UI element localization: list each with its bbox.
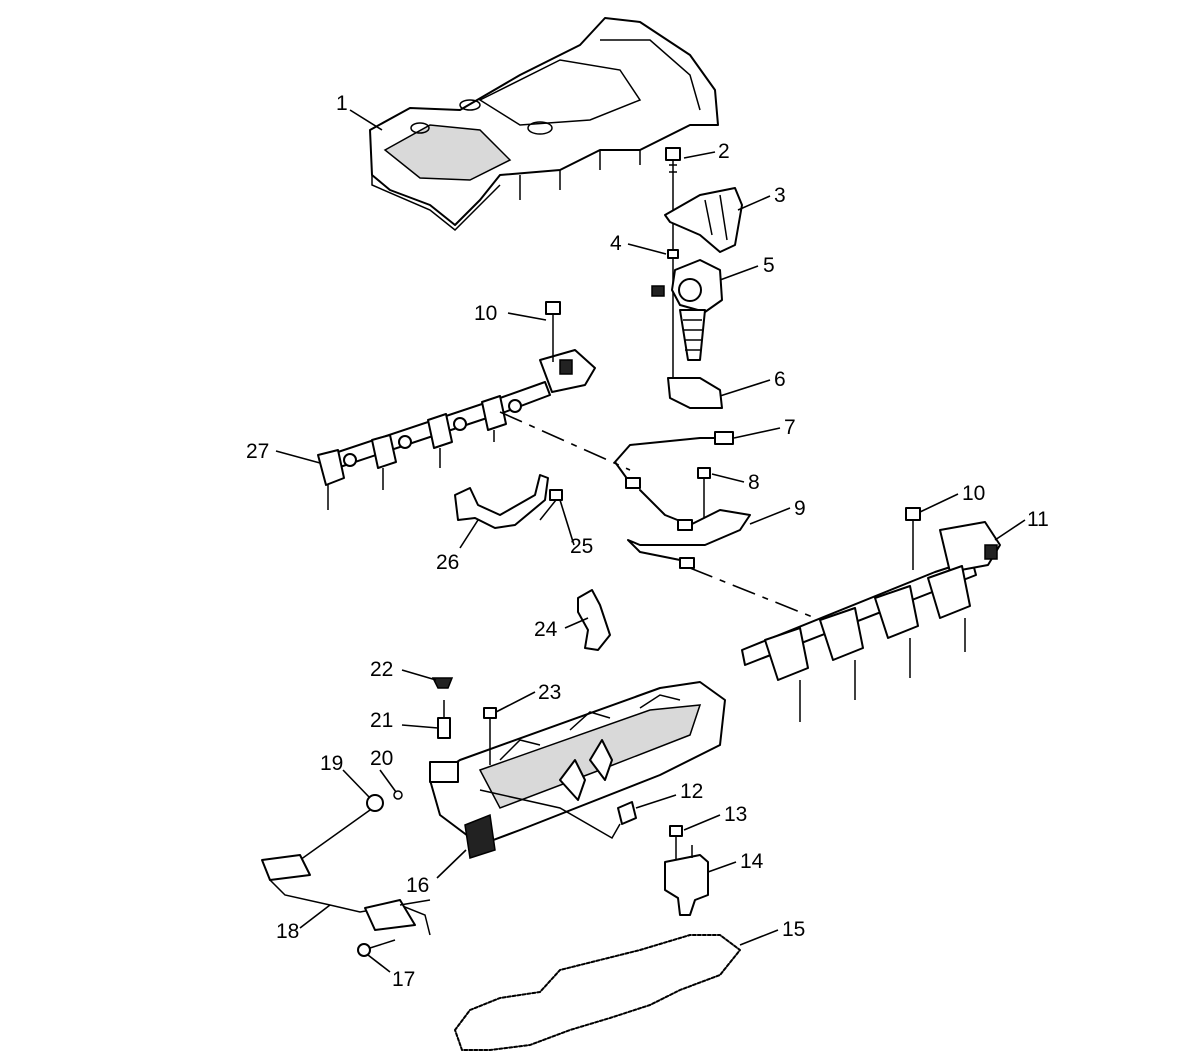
part-19-sensor bbox=[366, 794, 384, 812]
callout-12: 12 bbox=[680, 780, 703, 803]
part-11-right-fuel-rail bbox=[741, 521, 1001, 722]
callout-17: 17 bbox=[392, 968, 415, 991]
callout-7: 7 bbox=[784, 416, 796, 439]
callout-21: 21 bbox=[370, 709, 393, 732]
callout-1: 1 bbox=[336, 92, 348, 115]
part-24-hose bbox=[577, 589, 611, 651]
callout-23: 23 bbox=[538, 681, 561, 704]
leader-lines bbox=[275, 109, 1026, 973]
callout-4: 4 bbox=[610, 232, 622, 255]
part-17-bolt bbox=[357, 939, 396, 957]
part-14-actuator bbox=[664, 845, 709, 916]
callout-15: 15 bbox=[782, 918, 805, 941]
callout-11: 11 bbox=[1027, 508, 1049, 531]
part-7-fuel-pipe bbox=[614, 431, 734, 489]
part-1-cover bbox=[369, 17, 719, 232]
callout-19: 19 bbox=[320, 752, 343, 775]
part-9-fuel-pipe bbox=[627, 489, 751, 569]
callout-25: 25 bbox=[570, 535, 593, 558]
part-26-sensor-assembly bbox=[454, 474, 549, 529]
callout-9: 9 bbox=[794, 497, 806, 520]
part-16-lower-manifold bbox=[429, 681, 726, 859]
part-12-plug bbox=[479, 789, 637, 840]
part-20-o-ring bbox=[393, 790, 403, 800]
part-4-spacer bbox=[667, 249, 679, 259]
callout-24: 24 bbox=[534, 618, 558, 641]
part-15-gasket bbox=[454, 934, 741, 1051]
callout-20: 20 bbox=[370, 747, 393, 770]
part-18-wiring-harness bbox=[261, 809, 431, 936]
part-22-cap bbox=[431, 677, 454, 689]
callout-22: 22 bbox=[370, 658, 393, 681]
callout-6: 6 bbox=[774, 368, 786, 391]
center-line bbox=[499, 411, 821, 621]
part-21-valve bbox=[437, 700, 451, 739]
callout-3: 3 bbox=[774, 184, 786, 207]
callout-14: 14 bbox=[740, 850, 764, 873]
callout-10-right: 10 bbox=[962, 482, 985, 505]
callout-10-left: 10 bbox=[474, 302, 497, 325]
callout-2: 2 bbox=[718, 140, 730, 163]
part-10-bolt-right bbox=[905, 507, 921, 570]
part-13-bolt bbox=[669, 825, 683, 860]
callout-26: 26 bbox=[436, 551, 459, 574]
part-25-bolt bbox=[539, 489, 563, 521]
part-3-heat-shield bbox=[664, 187, 743, 253]
callout-13: 13 bbox=[724, 803, 747, 826]
callout-18: 18 bbox=[276, 920, 299, 943]
part-2-bolt bbox=[665, 147, 681, 390]
part-27-left-fuel-rail bbox=[317, 349, 596, 510]
callout-5: 5 bbox=[763, 254, 775, 277]
callout-8: 8 bbox=[748, 471, 760, 494]
part-6-gasket bbox=[667, 377, 723, 409]
callout-27: 27 bbox=[246, 440, 269, 463]
part-10-bolt-left bbox=[545, 301, 561, 362]
part-5-fuel-pump bbox=[651, 259, 723, 361]
part-23-bolt bbox=[483, 707, 497, 765]
callout-labels: 1 2 3 4 5 6 7 8 9 10 10 11 12 13 14 15 1… bbox=[246, 92, 1049, 991]
callout-16: 16 bbox=[406, 874, 429, 897]
